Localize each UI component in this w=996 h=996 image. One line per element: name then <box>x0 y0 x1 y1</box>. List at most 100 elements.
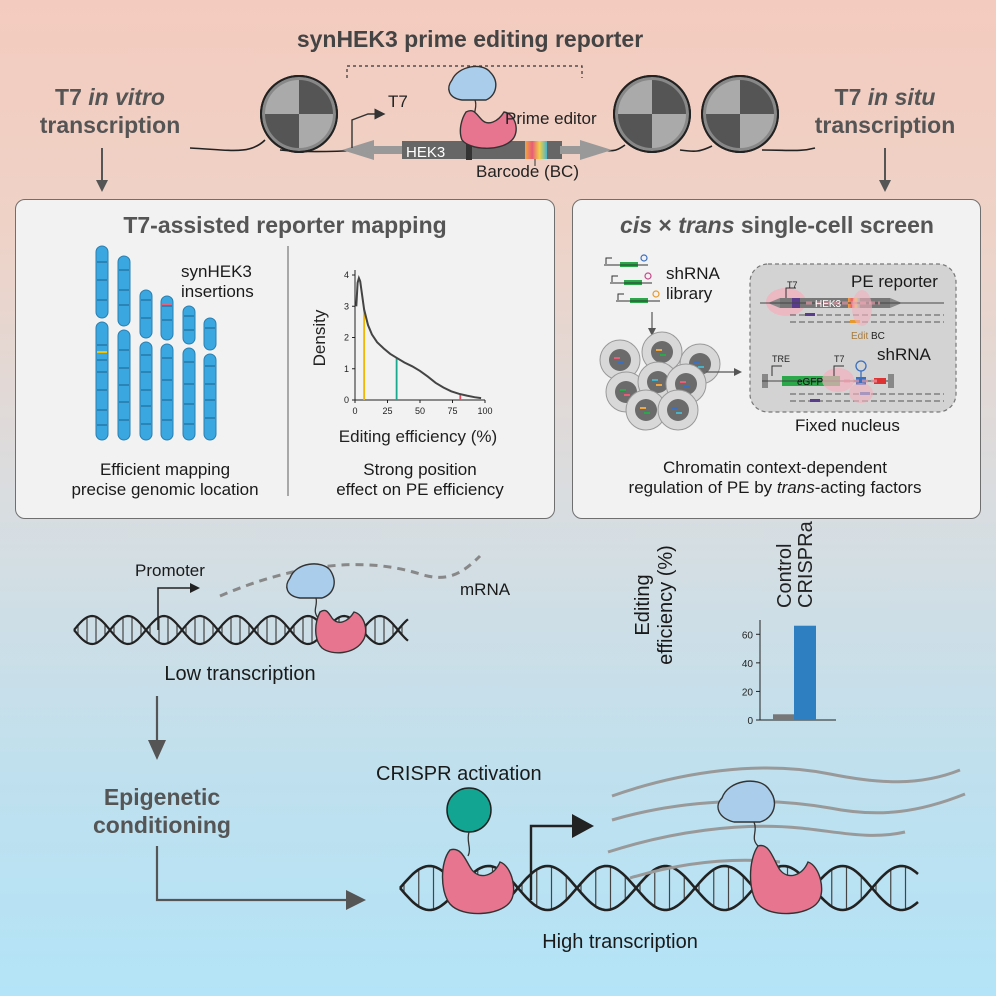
nucleosome-2 <box>613 75 691 153</box>
cell-cluster <box>599 331 721 431</box>
high-transcription-label: High transcription <box>542 931 698 953</box>
pe-t7-label: T7 <box>787 280 798 290</box>
cell-nucleus <box>635 399 657 421</box>
chromosome-arm <box>203 317 217 351</box>
density-x-tick-label: 25 <box>382 406 392 416</box>
density-y-tick-label: 3 <box>344 301 349 311</box>
tre-label: TRE <box>772 354 790 364</box>
chromosome-arm <box>139 341 153 441</box>
reporter-mapping-title: T7-assisted reporter mapping <box>123 212 447 238</box>
cell-nucleus <box>647 371 669 393</box>
bar-y-tick-label: 40 <box>742 659 754 670</box>
barcode-label: Barcode (BC) <box>476 162 579 181</box>
shrna-t7-label: T7 <box>834 354 845 364</box>
cell-mark <box>644 412 650 414</box>
cell-mark <box>698 366 704 368</box>
density-y-label: Density <box>310 309 329 366</box>
bar-y-tick-label: 60 <box>742 630 754 641</box>
pe-reporter-construct <box>760 287 944 326</box>
cell-mark <box>640 407 646 409</box>
pe-hek3-label: HEK3 <box>815 299 842 310</box>
epigenetic-conditioning-label: Epigenetic conditioning <box>93 784 231 838</box>
prime-editor <box>448 65 517 149</box>
crispr-activator <box>441 787 515 915</box>
density-curve <box>355 274 482 400</box>
single-cell-screen-title: cis × trans single-cell screen <box>620 212 934 238</box>
insertions-label: synHEK3 insertions <box>181 262 254 302</box>
mapping-caption: Efficient mapping precise genomic locati… <box>71 460 259 500</box>
chromosome-arm <box>182 347 196 441</box>
bar-crispra <box>794 625 816 720</box>
cell-mark <box>656 384 662 386</box>
mrna-label: mRNA <box>460 580 511 599</box>
density-x-tick-label: 75 <box>447 406 457 416</box>
low-transcription-label: Low transcription <box>164 663 316 685</box>
cell-mark <box>694 361 700 363</box>
density-x-tick-label: 100 <box>477 406 492 416</box>
density-y-tick-label: 4 <box>344 270 349 280</box>
t7-label: T7 <box>388 92 408 111</box>
t7-in-situ-label: T7 in situ transcription <box>814 84 956 138</box>
cell-mark <box>676 412 682 414</box>
mrna-strands <box>607 766 966 880</box>
bc-label: BC <box>871 331 885 342</box>
cell-nucleus <box>675 373 697 395</box>
density-y-tick-label: 0 <box>344 395 349 405</box>
mrna-dashed <box>219 554 482 598</box>
bar-y-tick-label: 0 <box>747 716 753 727</box>
t7-in-vitro-label: T7 in vitro transcription <box>39 84 181 138</box>
cell-mark <box>618 362 624 364</box>
cell-nucleus <box>651 341 673 363</box>
cell-mark <box>660 354 666 356</box>
density-y-tick-label: 1 <box>344 364 349 374</box>
cell-mark <box>624 394 630 396</box>
bar-category-label: CRISPRa <box>795 520 817 608</box>
single-cell-caption: Chromatin context-dependent regulation o… <box>628 458 922 498</box>
cell-nucleus <box>667 399 689 421</box>
main-title: synHEK3 prime editing reporter <box>296 26 644 52</box>
position-effect-caption: Strong position effect on PE efficiency <box>336 460 504 500</box>
prime-editor-low <box>286 563 367 654</box>
density-x-tick-label: 0 <box>352 406 357 416</box>
cell-nucleus <box>609 349 631 371</box>
dna-strand <box>399 864 919 912</box>
cell-mark <box>656 349 662 351</box>
density-y-tick-label: 2 <box>344 333 349 343</box>
chromosome-arm <box>160 295 174 341</box>
bar-y-tick-label: 20 <box>742 687 754 698</box>
chromosome-arm <box>117 255 131 327</box>
shrna-library-icon <box>604 254 660 303</box>
shrna-construct <box>762 360 944 403</box>
edit-label: Edit <box>851 331 868 342</box>
fixed-nucleus-label: Fixed nucleus <box>795 416 900 435</box>
chromosome-arm <box>160 343 174 441</box>
density-x-tick-label: 50 <box>415 406 425 416</box>
shrna-library-label: shRNA library <box>666 264 720 304</box>
hek3-label: HEK3 <box>406 144 445 161</box>
bar-category-label: Control <box>774 544 796 608</box>
nucleosome-1 <box>260 75 338 153</box>
cell-mark <box>652 379 658 381</box>
chromosome-ideograms <box>95 245 217 441</box>
pe-reporter-label: PE reporter <box>851 272 938 291</box>
cell-mark <box>680 381 686 383</box>
shrna-label: shRNA <box>877 345 931 364</box>
egfp-label: eGFP <box>797 377 823 388</box>
cell-mark <box>684 386 690 388</box>
promoter-label: Promoter <box>135 561 205 580</box>
prime-editor-high <box>717 780 823 915</box>
prime-editor-label: Prime editor <box>505 109 597 128</box>
chromosome-arm <box>139 289 153 339</box>
synhek3-construct <box>342 140 612 160</box>
cell-mark <box>614 357 620 359</box>
bar-control <box>773 714 795 720</box>
nucleosome-3 <box>701 75 779 153</box>
bar-y-label: Editing efficiency (%) <box>632 545 677 665</box>
